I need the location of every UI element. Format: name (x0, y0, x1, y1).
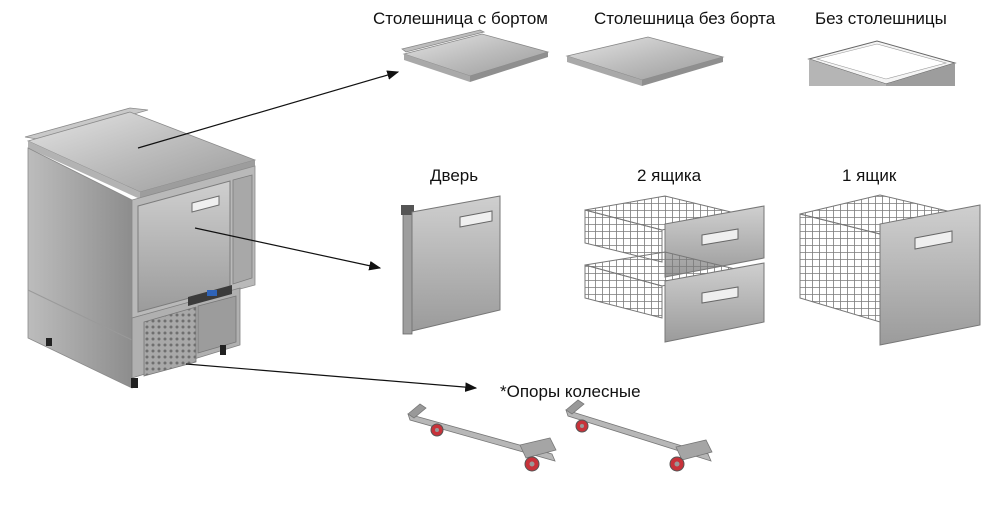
label-two-drawers: 2 ящика (637, 166, 702, 185)
label-top-with-rim: Столешница с бортом (373, 9, 548, 28)
top-without-rim-image (565, 36, 725, 86)
refrigerated-table (24, 107, 257, 389)
label-door: Дверь (430, 166, 479, 185)
wheel-supports-image (407, 399, 713, 472)
label-top-without-rim: Столешница без борта (594, 9, 776, 28)
label-no-top: Без столешницы (815, 9, 947, 28)
arrows (137, 70, 478, 392)
no-top-image (807, 40, 957, 86)
door-image (401, 195, 501, 335)
top-with-rim-image (401, 29, 550, 82)
label-one-drawer: 1 ящик (842, 166, 897, 185)
two-drawers-image (584, 195, 765, 343)
label-wheel-supports: *Опоры колесные (500, 382, 641, 401)
one-drawer-image (799, 194, 981, 346)
